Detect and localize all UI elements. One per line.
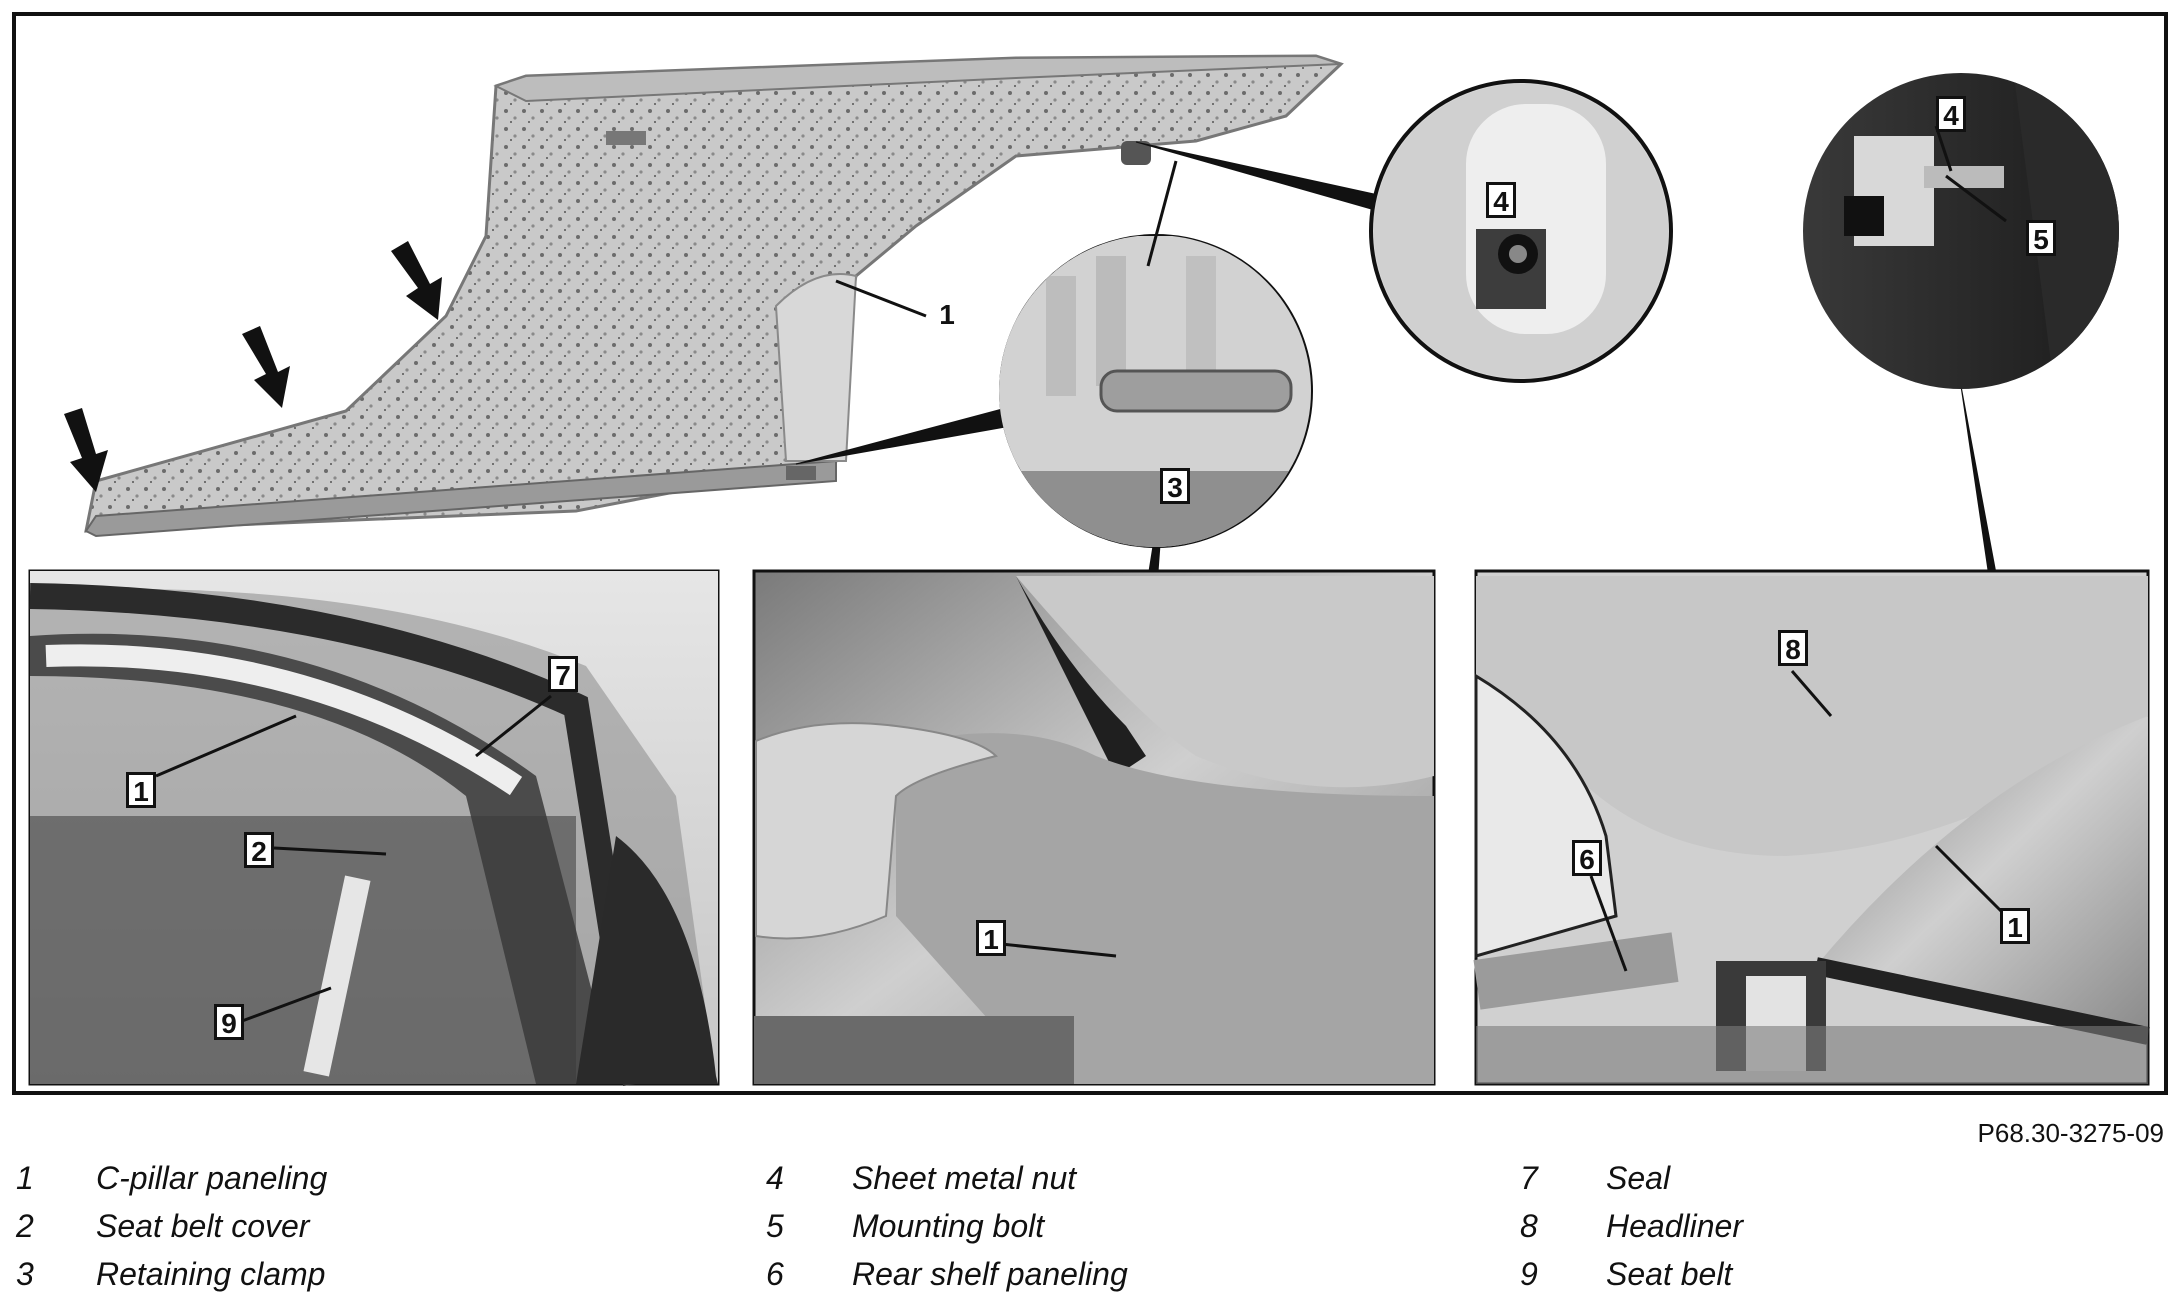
removal-direction-arrows (64, 241, 442, 492)
legend-text: Seat belt (1606, 1256, 1733, 1292)
detail-circle-sheet-metal-nut (1369, 79, 1673, 383)
photo-panel-1 (28, 569, 720, 1087)
legend-text: Seal (1606, 1160, 1671, 1196)
callout-6: 6 (1572, 840, 1602, 876)
legend-number: 3 (16, 1256, 34, 1292)
callout-8: 8 (1778, 630, 1808, 666)
legend-number: 7 (1520, 1160, 1538, 1196)
legend-text: Rear shelf paneling (852, 1256, 1128, 1292)
callout-9: 9 (214, 1004, 244, 1040)
callout-1-panel3: 1 (2000, 908, 2030, 944)
legend-number: 2 (16, 1208, 34, 1244)
callout-4-bolt-detail: 4 (1936, 96, 1966, 132)
callout-7: 7 (548, 656, 578, 692)
legend-number: 1 (16, 1160, 34, 1196)
callout-5: 5 (2026, 220, 2056, 256)
legend-number: 5 (766, 1208, 784, 1244)
detail-circle-retaining-clamp (999, 234, 1313, 548)
callout-3: 3 (1160, 468, 1190, 504)
photo-panel-2 (752, 569, 1436, 1086)
callout-1-main: 1 (939, 299, 955, 330)
callout-leaders (155, 125, 2007, 1026)
legend-number: 9 (1520, 1256, 1538, 1292)
c-pillar-illustration (28, 54, 2150, 1087)
legend-text: Sheet metal nut (852, 1160, 1077, 1196)
c-pillar-paneling-part (84, 54, 1344, 538)
legend-text: Seat belt cover (96, 1208, 310, 1244)
legend-number: 8 (1520, 1208, 1538, 1244)
detail-circle-mounting-bolt (1803, 73, 2119, 389)
callout-2: 2 (244, 832, 274, 868)
legend-text: Headliner (1606, 1208, 1743, 1244)
legend-text: Retaining clamp (96, 1256, 326, 1292)
callout-4-nut: 4 (1486, 182, 1516, 218)
figure-code: P68.30-3275-09 (1977, 1118, 2164, 1148)
legend-number: 6 (766, 1256, 784, 1292)
callout-1-panel1: 1 (126, 772, 156, 808)
legend-text: Mounting bolt (852, 1208, 1045, 1244)
callout-1-panel2: 1 (976, 920, 1006, 956)
figure-frame: 1 3 4 4 5 1 2 7 9 1 8 6 1 (12, 12, 2168, 1095)
photo-panel-3 (1473, 569, 2150, 1086)
legend: 1 C-pillar paneling 2 Seat belt cover 3 … (0, 1160, 2184, 1300)
legend-number: 4 (766, 1160, 784, 1196)
legend-text: C-pillar paneling (96, 1160, 328, 1196)
